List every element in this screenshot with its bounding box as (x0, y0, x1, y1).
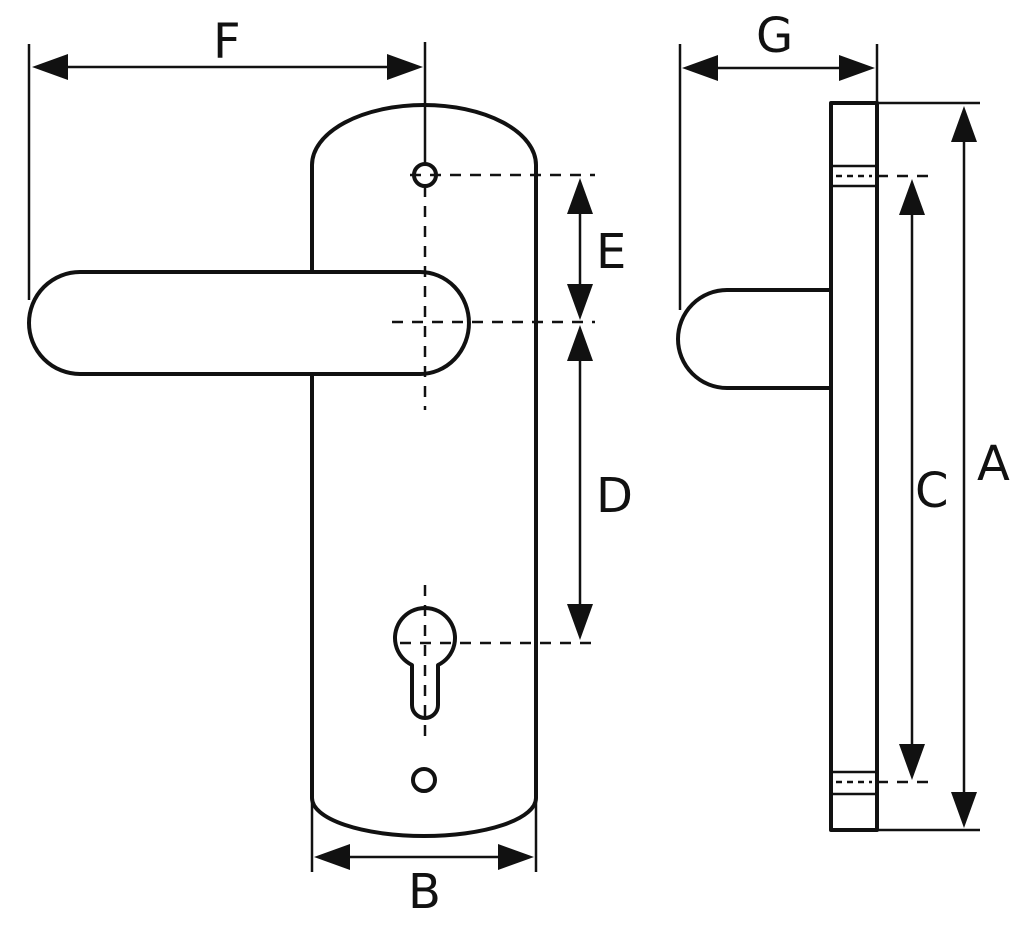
label-c: C (915, 463, 949, 519)
dimension-g (682, 55, 875, 81)
lever-side-profile (676, 288, 831, 390)
backplate-outline (310, 103, 538, 838)
dimension-a (951, 106, 977, 828)
dimension-b (314, 844, 534, 870)
front-view: F E D B (27, 14, 633, 920)
screw-hole-bottom (411, 767, 437, 793)
keyhole-outline (393, 605, 457, 720)
label-d: D (596, 468, 633, 524)
dimension-e (567, 178, 593, 320)
dimension-d (567, 325, 593, 640)
dimension-c (899, 179, 925, 780)
dimension-f (32, 54, 423, 80)
label-b: B (408, 864, 441, 920)
label-g: G (756, 8, 793, 64)
lever-handle-outline (27, 270, 471, 376)
label-f: F (213, 14, 241, 70)
side-view: G C A (676, 8, 1010, 832)
label-a: A (977, 436, 1010, 492)
label-e: E (596, 224, 626, 280)
plate-side-profile (829, 101, 879, 832)
